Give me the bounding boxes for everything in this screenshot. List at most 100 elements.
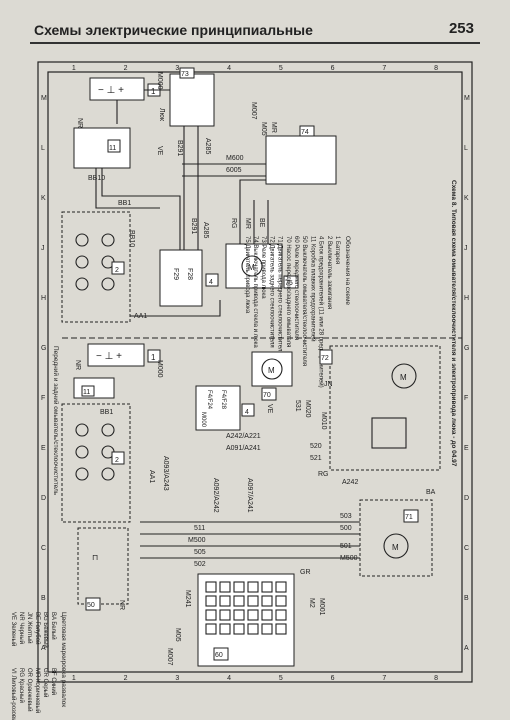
frame-row-label: 8 [434,675,438,682]
legend-item: 72 Двигатель заднего стеклоочистителя [268,236,274,348]
label-m000-f4: M000 [200,412,206,428]
label-a093a243: A093/A243 [162,456,169,491]
label-a242: A242 [342,479,358,486]
left-strip-title: Передний и задний омыватель/стеклоочисти… [52,346,60,496]
frame-row-label: 2 [124,675,128,682]
frame-row-label: 4 [227,65,231,72]
label-f4f24: F4/F24 [206,390,212,410]
label-mr-top: MR [244,218,251,229]
relay-60-pin [261,609,273,621]
color-code-item: BG Бежевый [42,612,49,648]
label-ve-bottom: VE [266,404,273,414]
label-bb1-top: BB1 [118,200,131,207]
pump-70-symbol: M [268,366,275,375]
label-bb1-bottom: BB1 [100,409,113,416]
relay-60-pin [275,609,287,621]
color-code-item: OR Оранжевый [26,668,33,712]
relay-60-pin [205,581,217,593]
label-m010: M010 [320,412,327,430]
legend-item: 60 Реле переднего стеклоочистителя [293,236,299,340]
relay-73 [169,73,215,127]
color-code-item: MR Коричневый [34,668,41,713]
motor-75-symbol: M [248,263,255,272]
frame-row-label: 5 [279,675,283,682]
label-luk: Люк [158,108,165,122]
legend-item: 11 Коробка плавких предохранителей [309,236,316,341]
label-531: 531 [294,400,301,412]
label-nr-50: NR [118,600,125,610]
frame-row-label: 3 [175,65,179,72]
relay-60-pin [233,581,245,593]
legend-item: 71 Двигатель переднего стеклоочистителя [277,236,283,355]
color-code-item: JN Желтый [26,612,33,644]
legend-item: 4 Блок предохранителей (11 или 28 предох… [318,236,325,388]
component-2-tag-bottom [111,451,125,465]
relay-60-pin [247,623,259,635]
color-code-item: VI Лиловый-розовый [10,668,17,720]
relay-60-pin [261,595,273,607]
color-code-item: BA Белый [50,612,57,640]
frame-row-label: 1 [72,65,76,72]
component-50-tag [85,597,101,611]
label-6005: 6005 [226,167,242,174]
frame-col-label: G [464,345,469,352]
component-1-tag-bottom [147,349,161,363]
relay-60-pin [261,623,273,635]
label-500: 500 [340,525,352,532]
label-11-bottom: 11 [83,389,90,396]
color-code-item: BF Синий [50,668,57,695]
label-520: 520 [310,443,322,450]
relay-60-pin [247,595,259,607]
label-jn: JN [324,381,333,388]
component-71-tag [403,509,419,523]
frame-col-label: L [41,145,45,152]
component-75-tag [283,275,299,289]
page-header-title: Схемы электрические принципиальные [34,22,313,38]
label-gr: GR [300,569,311,576]
label-nr-top: NR [76,118,83,128]
relay-60-pin [219,623,231,635]
label-rg-top: RG [230,218,237,229]
frame-row-label: 6 [331,675,335,682]
label-m2: M2 [308,598,315,608]
label-m020: M020 [304,400,311,418]
label-m001: M001 [318,598,325,616]
label-70: 70 [263,392,271,399]
label-rg-bottom: RG [318,471,329,478]
legend-item: 75 Двигатель привода люка [244,236,250,314]
label-503: 503 [340,513,352,520]
relay-60-pin [233,623,245,635]
label-b291: B291 [176,140,183,156]
relay-60-pin [219,595,231,607]
motor-72-m: M [400,373,407,382]
label-aa1-bottom: AA1 [148,470,155,483]
label-nr-bottom: NR [74,360,81,370]
label-a242a221: A242/A221 [226,433,261,440]
battery-1-bottom [87,343,145,367]
legend-item: 74 Выключатель привода стекла и люка [252,236,258,348]
wire-bb1 [95,168,160,209]
frame-row-label: 8 [434,65,438,72]
legend-title: Обозначения на схеме [344,236,352,305]
frame-row-label: 2 [124,65,128,72]
legend-item: 2 Выключатель зажигания [326,236,332,309]
label-a285-low: A285 [202,222,209,238]
legend-item: 73 Реле привода люка [260,236,266,299]
frame-row-label: 1 [72,675,76,682]
label-4-bottom: 4 [245,409,249,416]
label-mr-74: MR [270,122,277,133]
legend-item: 70 Насос переднего/заднего омывателя [285,236,291,347]
switch-50-symbol: ⊓ [92,553,98,562]
frame-col-label: A [464,645,469,652]
rear-wiper-motor-symbol [391,363,417,389]
diagram-inner-frame [47,71,463,673]
component-72-tag [319,349,333,365]
frame-col-label: G [41,345,46,352]
label-a091a241: A091/A241 [226,445,261,452]
label-72: 72 [321,355,329,362]
relay-60-pin [205,623,217,635]
relay-60-pin [247,609,259,621]
color-codes-title: Цветовая маркировка развалок [60,612,67,707]
relay-60-pin [233,595,245,607]
